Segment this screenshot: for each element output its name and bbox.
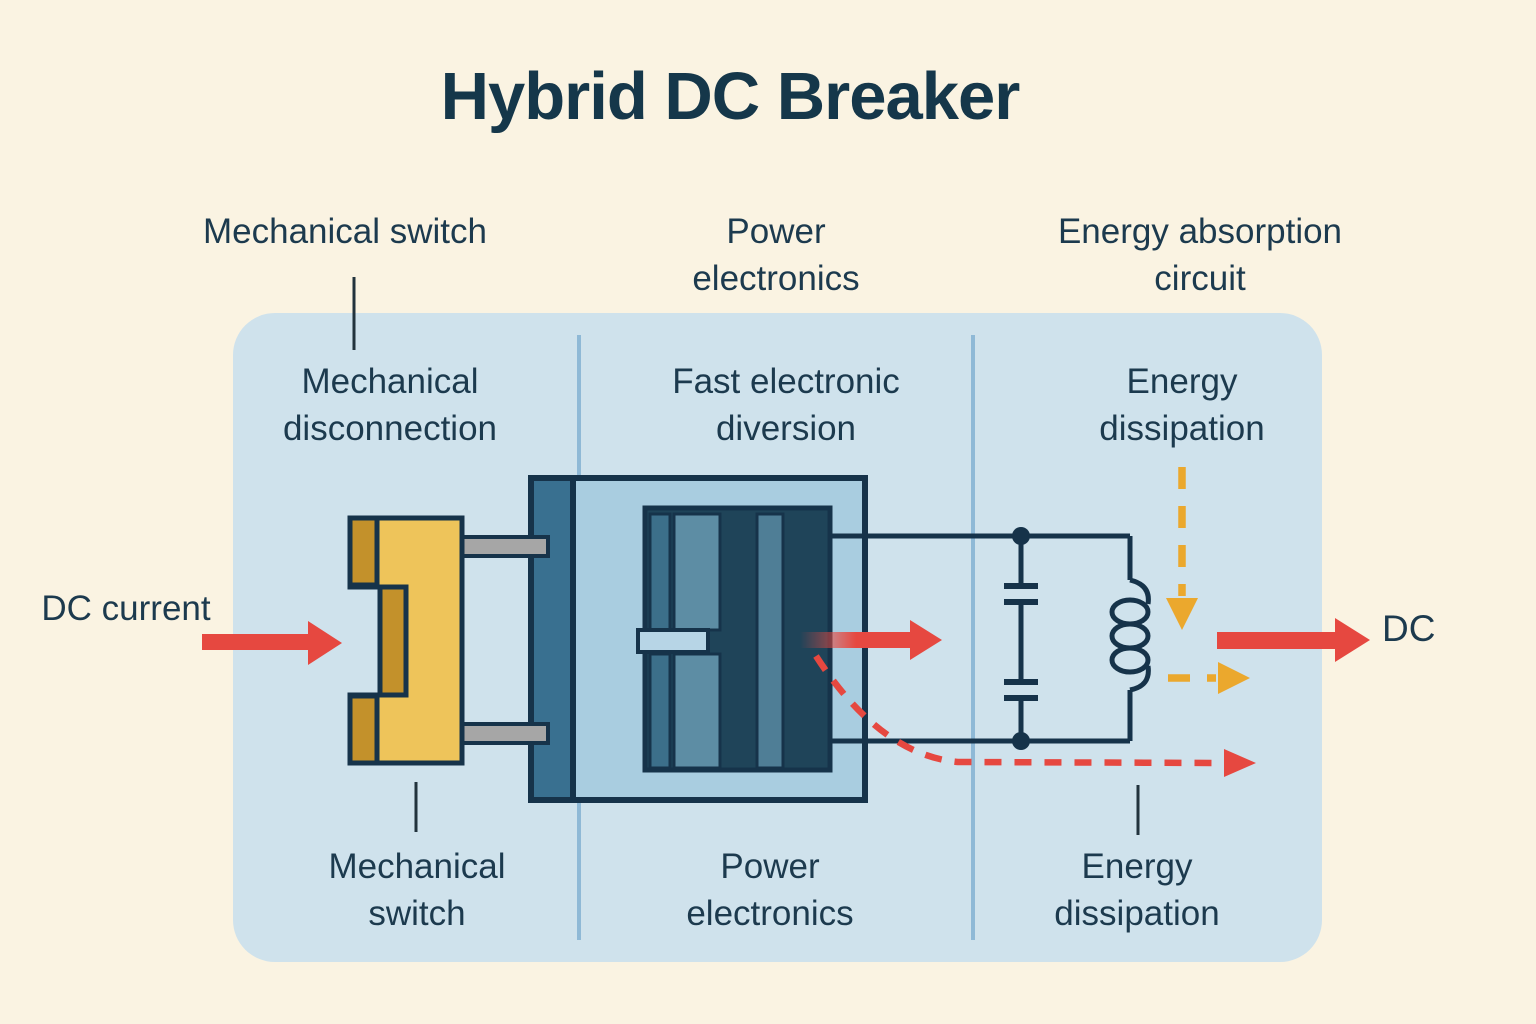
mechanical-switch-symbol [347,515,465,766]
dc-output-label: DC [1382,608,1436,649]
connector-prong-bottom [460,722,550,745]
section-heading-energy-dissipation: Energy dissipation [1099,362,1265,448]
energy-absorption-circuit [832,527,1151,750]
diverted-current-arrow [800,620,942,660]
junction-dot-top [1012,527,1030,545]
contact-slot [636,628,710,654]
semiconductor-bar [755,512,785,770]
switch-contact-top [347,515,380,588]
footer-label-power-electronics: Power electronics [686,847,854,933]
section-heading-fast-electronic-diversion: Fast electronic diversion [672,362,900,448]
junction-dot-bottom [1012,732,1030,750]
power-box-left-band [528,475,576,803]
inductor-symbol [1109,536,1151,741]
semiconductor-bar [672,652,722,770]
semiconductor-bar [672,512,722,632]
top-label-mechanical-switch: Mechanical switch [203,212,487,251]
semiconductor-bar [648,652,672,770]
top-label-power-electronics: Power electronics [692,212,860,298]
footer-label-energy-dissipation: Energy dissipation [1054,847,1220,933]
semiconductor-bar [648,512,672,632]
dc-current-label: DC current [41,589,211,628]
power-electronics-box-symbol [528,475,868,803]
connector-prong-top [460,535,550,558]
switch-contact-bottom [347,693,380,766]
page-title: Hybrid DC Breaker [440,59,1021,134]
section-heading-mechanical-disconnection: Mechanical disconnection [282,362,498,448]
energy-dissipation-arrow [1166,467,1198,630]
energy-dissipation-arrow-horizontal [1168,662,1250,694]
top-label-energy-absorption-circuit: Energy absorption circuit [1057,212,1343,298]
residual-current-arrow [813,654,1256,777]
dc-output-arrow [1217,618,1370,662]
footer-label-mechanical-switch: Mechanical switch [328,847,506,933]
switch-contact-middle [377,584,409,698]
dc-current-arrow [202,621,342,665]
